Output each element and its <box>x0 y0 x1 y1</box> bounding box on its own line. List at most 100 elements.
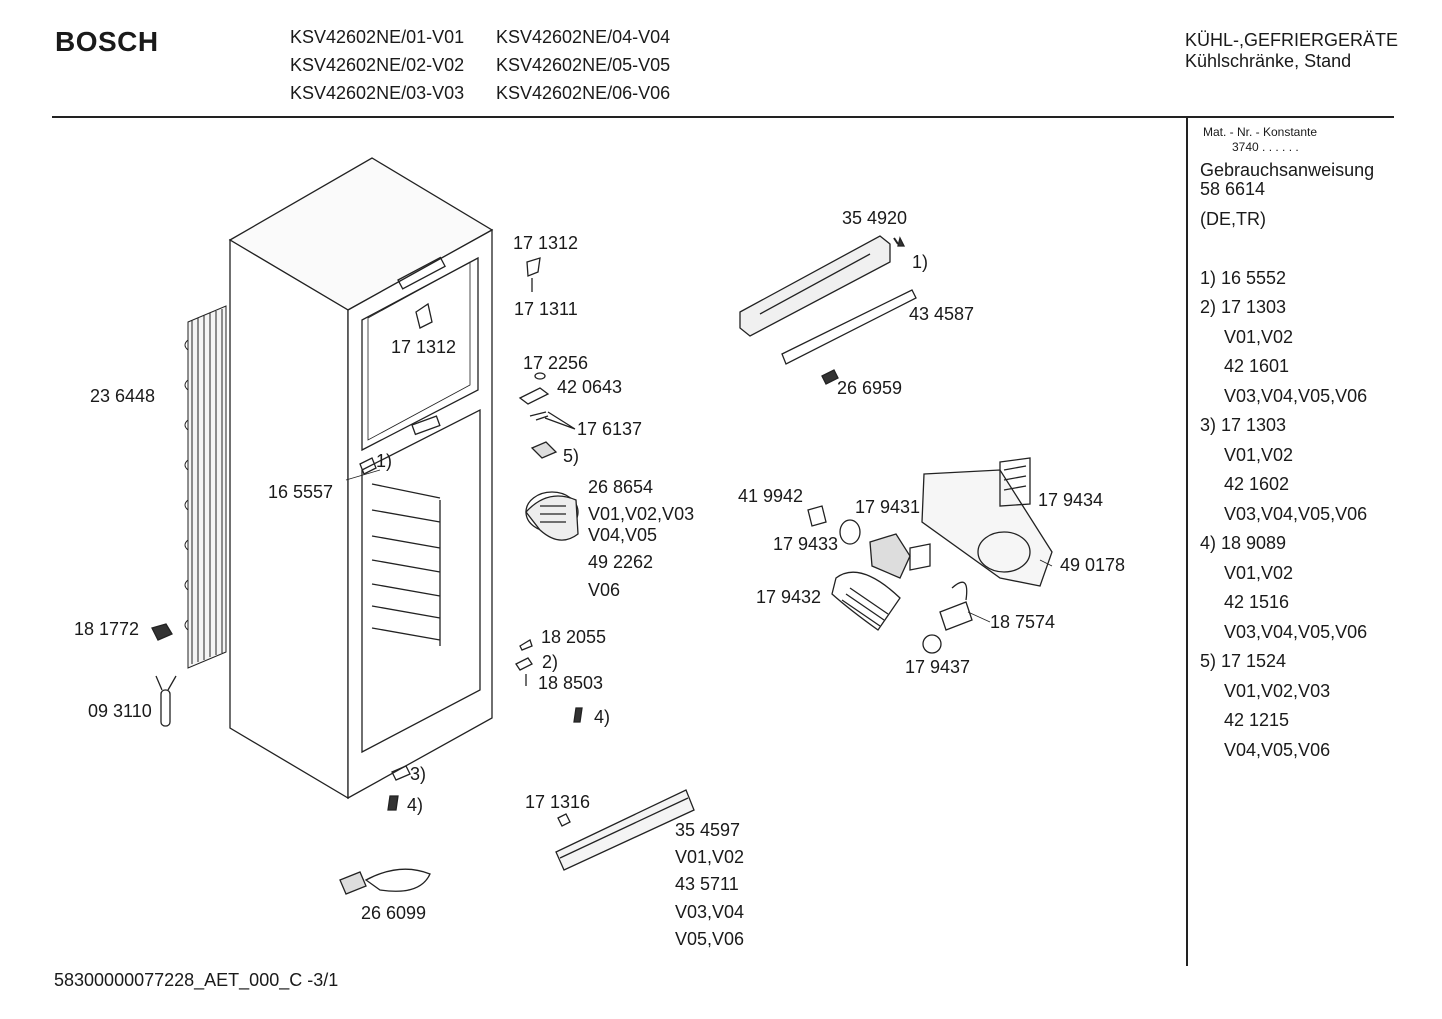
part-label: 17 1311 <box>514 299 578 319</box>
variant-label: V01,V02,V03 <box>588 504 695 524</box>
part-label: 17 9432 <box>756 587 822 607</box>
part-label: 17 9434 <box>1038 490 1104 510</box>
footnote-item: V01,V02,V03 <box>1224 681 1331 701</box>
refrigerator-cabinet <box>230 158 492 798</box>
washer-part <box>535 373 545 379</box>
condenser-coil <box>185 306 226 668</box>
footnote-item: 42 1601 <box>1224 356 1290 376</box>
model-number: KSV42602NE/05-V05 <box>496 55 671 75</box>
part-label: 26 6959 <box>837 378 903 398</box>
variant-label: V06 <box>588 580 621 600</box>
document-code: 58300000077228_AET_000_C -3/1 <box>54 970 339 990</box>
lamp-cover-part <box>1000 458 1030 506</box>
variant-label: V05,V06 <box>675 929 745 949</box>
knob-part <box>840 520 860 544</box>
category-title: KÜHL-,GEFRIERGERÄTE <box>1185 30 1399 50</box>
dryer-capsule-part <box>161 690 170 726</box>
part-label: 42 0643 <box>557 377 623 397</box>
part-label: 18 8503 <box>538 673 604 693</box>
model-number: KSV42602NE/03-V03 <box>290 83 465 103</box>
footnote-item: V01,V02 <box>1224 327 1294 347</box>
variant-label: V01,V02 <box>675 847 745 867</box>
fan-housing-part <box>526 492 578 540</box>
part-label: 17 1312 <box>513 233 579 253</box>
footnote-ref: 4) <box>594 707 611 727</box>
manual-title: Gebrauchsanweisung <box>1200 160 1375 180</box>
manual-language: (DE,TR) <box>1200 209 1266 229</box>
cover-cap-part <box>532 442 556 458</box>
footnote-ref: 1) <box>376 451 393 471</box>
footnote-ref: 1) <box>912 252 929 272</box>
clip-part <box>822 370 838 384</box>
footnote-ref: 5) <box>563 446 580 466</box>
footnote-item: 1) 16 5552 <box>1200 268 1287 288</box>
hinge-bracket-part <box>527 258 540 276</box>
mat-value: 3740 . . . . . . <box>1232 140 1299 154</box>
hinge-pin-part <box>516 658 532 670</box>
footnote-ref: 4) <box>407 795 424 815</box>
part-label: 49 2262 <box>588 552 654 572</box>
variant-label: V03,V04 <box>675 902 745 922</box>
footnote-item: 3) 17 1303 <box>1200 415 1287 435</box>
part-label: 17 1316 <box>525 792 591 812</box>
part-label: 49 0178 <box>1060 555 1126 575</box>
part-label: 17 9437 <box>905 657 971 677</box>
base-grille-part <box>556 790 694 870</box>
footnote-item: 42 1602 <box>1224 474 1290 494</box>
part-label: 43 5711 <box>675 874 739 894</box>
footnote-item: 42 1215 <box>1224 710 1290 730</box>
footnote-item: V03,V04,V05,V06 <box>1224 622 1368 642</box>
hinge-part <box>520 388 548 404</box>
trim-strip-part <box>782 290 916 364</box>
part-label: 18 1772 <box>74 619 140 639</box>
hinge-cover-part <box>392 766 410 780</box>
thermostat-knob-part <box>808 506 826 526</box>
footnote-item: 2) 17 1303 <box>1200 297 1287 317</box>
part-label: 35 4597 <box>675 820 741 840</box>
model-number: KSV42602NE/01-V01 <box>290 27 465 47</box>
connector-part <box>152 624 172 640</box>
mat-label: Mat. - Nr. - Konstante <box>1203 125 1318 139</box>
part-label: 18 2055 <box>541 627 607 647</box>
sidebar-divider <box>1186 118 1188 966</box>
part-label: 43 4587 <box>909 304 975 324</box>
hinge-part <box>360 458 376 474</box>
model-number: KSV42602NE/04-V04 <box>496 27 671 47</box>
power-cord-part <box>340 869 430 894</box>
model-number: KSV42602NE/02-V02 <box>290 55 465 75</box>
part-label: 26 6099 <box>361 903 427 923</box>
part-label: 23 6448 <box>90 386 156 406</box>
variant-label: V04,V05 <box>588 525 658 545</box>
part-label: 41 9942 <box>738 486 804 506</box>
part-label: 17 9433 <box>773 534 839 554</box>
part-label: 18 7574 <box>990 612 1056 632</box>
control-panel-part <box>740 236 916 384</box>
part-label: 35 4920 <box>842 208 908 228</box>
lamp-holder-part <box>832 572 900 630</box>
footnote-ref: 2) <box>542 652 559 672</box>
switch-part <box>940 602 972 630</box>
footnote-item: V01,V02 <box>1224 445 1294 465</box>
header-divider <box>52 116 1394 118</box>
screw-part <box>388 796 398 810</box>
model-number: KSV42602NE/06-V06 <box>496 83 671 103</box>
brand-logo: BOSCH <box>55 26 159 57</box>
part-label: 17 6137 <box>577 419 643 439</box>
lamp-thermostat-assembly <box>808 458 1052 653</box>
part-label: 09 3110 <box>88 701 152 721</box>
footnote-item: V01,V02 <box>1224 563 1294 583</box>
part-label: 26 8654 <box>588 477 654 497</box>
hinge-cover-part <box>416 304 432 328</box>
footnote-ref: 3) <box>410 764 427 784</box>
category-subtitle: Kühlschränke, Stand <box>1185 51 1352 71</box>
screw-part <box>574 708 582 722</box>
footnote-item: 4) 18 9089 <box>1200 533 1287 553</box>
footnote-item: 5) 17 1524 <box>1200 651 1287 671</box>
footnote-item: 42 1516 <box>1224 592 1290 612</box>
part-label: 17 9431 <box>855 497 921 517</box>
clip-part <box>520 640 532 650</box>
footnote-item: V03,V04,V05,V06 <box>1224 504 1368 524</box>
part-label: 16 5557 <box>268 482 334 502</box>
bulb-part <box>923 635 941 653</box>
